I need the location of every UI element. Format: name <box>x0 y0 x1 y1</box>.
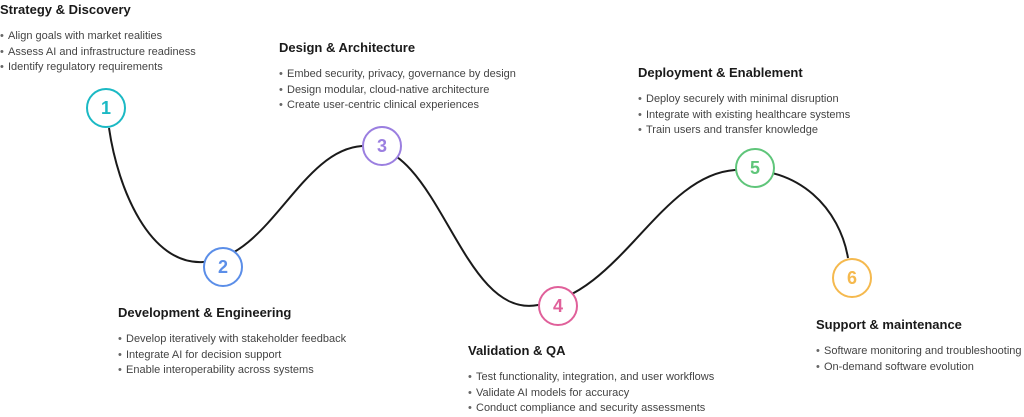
step-6-circle: 6 <box>832 258 872 298</box>
stage-bullet: •Validate AI models for accuracy <box>468 386 630 399</box>
stage-bullet: •Assess AI and infrastructure readiness <box>0 45 196 58</box>
step-1-number: 1 <box>100 97 111 118</box>
stage-bullet: •Conduct compliance and security assessm… <box>468 402 706 414</box>
stage-title: Design & Architecture <box>279 40 416 55</box>
stage-bullet: •Deploy securely with minimal disruption <box>638 93 839 105</box>
stage-design-architecture: Design & Architecture •Embed security, p… <box>279 40 516 114</box>
stage-title: Support & maintenance <box>816 317 962 332</box>
stage-bullet: •Embed security, privacy, governance by … <box>279 68 516 80</box>
step-4-circle: 4 <box>538 286 578 326</box>
stage-bullet: •Develop iteratively with stakeholder fe… <box>118 333 347 345</box>
stage-bullet: •Align goals with market realities <box>0 30 163 42</box>
step-5-number: 5 <box>749 157 760 178</box>
stage-bullet: •Enable interoperability across systems <box>118 364 314 376</box>
stage-bullet: •Integrate with existing healthcare syst… <box>638 108 851 121</box>
stage-development-engineering: Development & Engineering •Develop itera… <box>118 305 346 379</box>
stage-bullet: •Identify regulatory requirements <box>0 61 163 73</box>
stage-bullet-list: •Test functionality, integration, and us… <box>468 370 714 417</box>
stage-bullet: •On-demand software evolution <box>816 360 974 373</box>
stage-bullet-list: •Deploy securely with minimal disruption… <box>638 92 850 139</box>
stage-deployment-enablement: Deployment & Enablement •Deploy securely… <box>638 65 850 139</box>
stage-bullet: •Train users and transfer knowledge <box>638 124 819 136</box>
stage-strategy-discovery: Strategy & Discovery •Align goals with m… <box>0 2 196 76</box>
stage-title: Development & Engineering <box>118 305 292 320</box>
stage-bullet-list: •Software monitoring and troubleshooting… <box>816 344 1022 375</box>
step-6-number: 6 <box>846 267 857 288</box>
step-1-circle: 1 <box>86 88 126 128</box>
step-2-number: 2 <box>217 256 228 277</box>
stage-bullet-list: •Develop iteratively with stakeholder fe… <box>118 332 346 379</box>
step-2-circle: 2 <box>203 247 243 287</box>
step-3-circle: 3 <box>362 126 402 166</box>
step-3-number: 3 <box>376 135 387 156</box>
stage-support-maintenance: Support & maintenance •Software monitori… <box>816 317 1022 375</box>
stage-bullet: •Design modular, cloud-native architectu… <box>279 83 490 96</box>
stage-bullet: •Create user-centric clinical experience… <box>279 99 479 111</box>
stage-bullet: •Software monitoring and troubleshooting <box>816 345 1022 357</box>
stage-bullet-list: •Align goals with market realities •Asse… <box>0 29 196 76</box>
step-4-number: 4 <box>552 295 563 316</box>
stage-validation-qa: Validation & QA •Test functionality, int… <box>468 343 714 417</box>
stage-title: Deployment & Enablement <box>638 65 803 80</box>
stage-bullet: •Test functionality, integration, and us… <box>468 371 715 383</box>
stage-title: Strategy & Discovery <box>0 2 131 17</box>
step-5-circle: 5 <box>735 148 775 188</box>
stage-bullet: •Integrate AI for decision support <box>118 348 282 361</box>
stage-title: Validation & QA <box>468 343 566 358</box>
stage-bullet-list: •Embed security, privacy, governance by … <box>279 67 516 114</box>
